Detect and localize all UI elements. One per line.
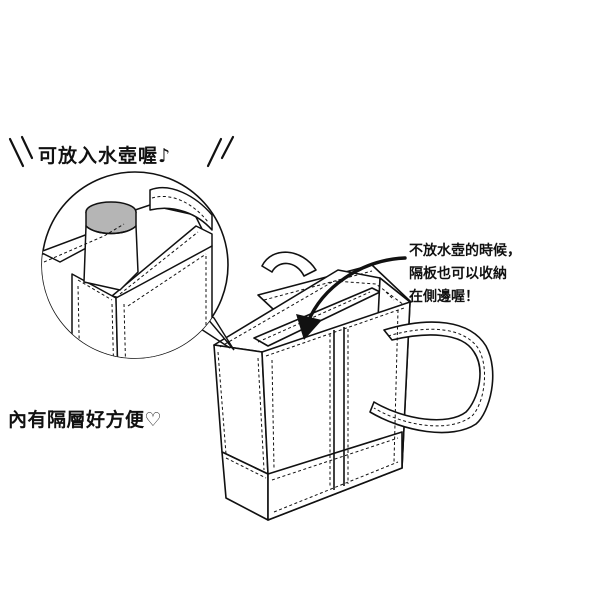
fold-callout-line-2: 隔板也可以收納 (409, 266, 507, 282)
curved-arrow-icon (296, 256, 407, 340)
zoom-detail (41, 171, 229, 359)
bottle-callout-text: 可放入水壺喔♪ (38, 145, 172, 167)
partition-callout-text: 內有隔層好方便♡ (8, 409, 163, 431)
water-bottle-icon (83, 201, 139, 291)
emphasis-strokes-icon (8, 135, 235, 168)
bag-stitching (217, 270, 485, 513)
tote-bag (213, 251, 494, 521)
bag-handle-back (261, 251, 317, 277)
fold-callout-line-3: 在側邊喔！ (409, 289, 479, 305)
bag-handle-front (369, 321, 494, 434)
fold-callout-line-1: 不放水壺的時候， (409, 243, 521, 259)
fold-partition-callout: 不放水壺的時候， 隔板也可以收納 在側邊喔！ (409, 240, 521, 309)
